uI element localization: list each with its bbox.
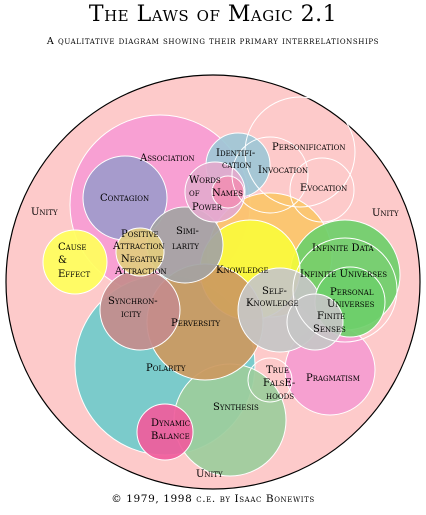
label-self-2: Knowledge: [246, 298, 299, 309]
diagram-title: The Laws of Magic 2.1: [88, 2, 338, 27]
label-cause-1: Cause: [58, 242, 87, 253]
label-infinite-data: Infinite Data: [312, 243, 375, 254]
evocation-circle: [289, 157, 355, 223]
label-cause-2: &: [58, 255, 67, 266]
label-personal-1: Personal: [330, 287, 374, 298]
label-perversity: Perversity: [171, 318, 221, 329]
label-positive-1: Positive: [121, 229, 159, 240]
label-dynamic-2: Balance: [151, 431, 190, 442]
label-synthesis: Synthesis: [213, 402, 259, 413]
label-identification-2: cation: [222, 160, 251, 171]
label-contagion: Contagion: [100, 193, 149, 204]
label-unity-right: Unity: [372, 208, 399, 219]
label-dynamic-1: Dynamic: [151, 418, 190, 429]
label-unity-bottom: Unity: [196, 469, 223, 480]
label-positive-2: Attraction: [112, 241, 165, 252]
label-words-2: of: [189, 188, 200, 199]
label-finite-2: Senses: [313, 324, 346, 335]
cause-effect-circle: [42, 229, 108, 295]
label-infinite-universes: Infinite Universes: [300, 269, 387, 280]
label-true-3: hoods: [266, 391, 294, 402]
diagram-subtitle: A qualitative diagram showing their prim…: [46, 36, 380, 47]
names-circle: [211, 175, 245, 209]
label-words-3: Power: [192, 202, 223, 213]
copyright-notice: © 1979, 1998 c.e. by Isaac Bonewits: [111, 493, 315, 505]
label-synchronicity-1: Synchron-: [108, 296, 158, 307]
label-personification: Personification: [272, 142, 345, 153]
label-finite-1: Finite: [317, 311, 345, 322]
label-negative-2: Attraction: [114, 266, 167, 277]
invocation-circle: [231, 136, 309, 214]
label-similarity-2: larity: [172, 241, 199, 252]
label-knowledge: Knowledge: [216, 265, 269, 276]
label-cause-3: Effect: [58, 269, 90, 280]
positive-attraction-circle: [115, 227, 165, 277]
label-pragmatism: Pragmatism: [306, 373, 360, 384]
label-names: Names: [212, 188, 243, 199]
label-self-1: Self-: [262, 286, 287, 297]
label-similarity-1: Simi-: [176, 226, 199, 237]
label-synchronicity-2: icity: [121, 309, 142, 320]
label-polarity: Polarity: [146, 363, 186, 374]
label-unity-left: Unity: [31, 207, 58, 218]
label-words-1: Words: [189, 175, 221, 186]
infinite-universes-circle: [292, 237, 398, 343]
label-personal-2: Universes: [327, 299, 375, 310]
label-negative-1: Negative: [121, 254, 163, 265]
true-falsehoods-circle: [247, 357, 293, 403]
label-true-1: True: [266, 365, 289, 376]
finite-senses-circle: [286, 293, 344, 351]
label-evocation: Evocation: [300, 183, 347, 194]
personification-circle: [244, 96, 356, 208]
label-identification-1: Identifi-: [216, 148, 255, 159]
label-association: Association: [139, 153, 195, 164]
label-invocation: Invocation: [258, 165, 308, 176]
dynamic-balance-circle: [136, 403, 194, 461]
label-true-2: FalsE-: [263, 378, 295, 389]
